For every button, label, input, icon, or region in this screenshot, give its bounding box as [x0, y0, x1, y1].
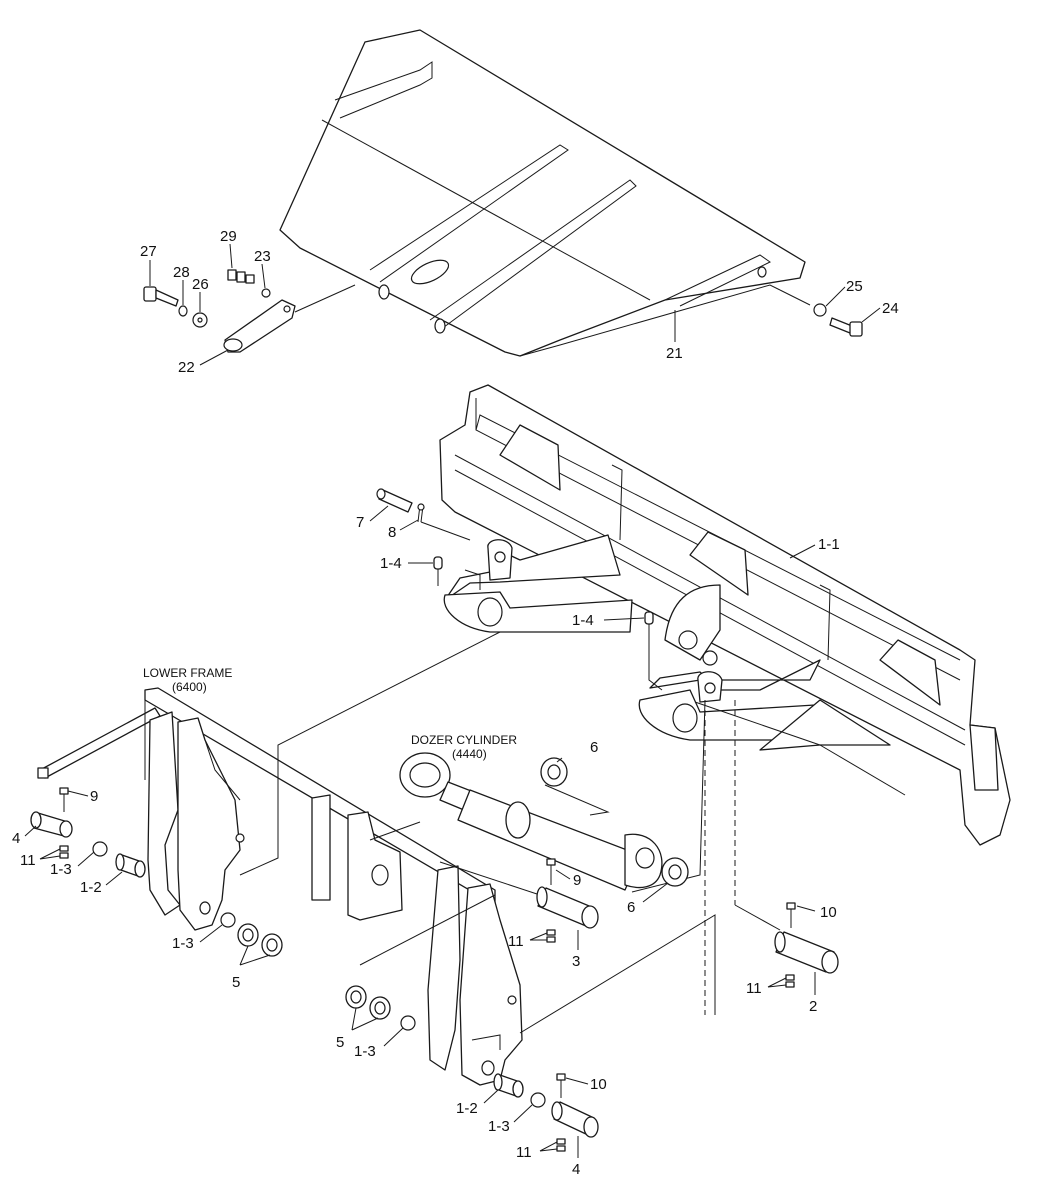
caption-dozer-cylinder-code: (4440) — [452, 747, 487, 761]
bolt-9-b — [546, 858, 556, 885]
washer-nut-11-a — [59, 845, 69, 859]
bolt-10-b — [556, 1073, 566, 1098]
label-7: 7 — [356, 514, 364, 531]
label-9-a: 9 — [90, 788, 98, 805]
washer-28 — [178, 305, 188, 317]
label-1-3-c: 1-3 — [354, 1043, 376, 1060]
grease-fitting-1-4-a — [433, 556, 481, 590]
label-25: 25 — [846, 278, 863, 295]
bushing-1-2-b — [493, 1073, 524, 1098]
part-number-labels: 27 28 26 29 23 22 21 25 24 7 8 1-4 1-4 1… — [12, 228, 899, 1178]
label-1-4-b: 1-4 — [572, 612, 594, 629]
label-28: 28 — [173, 264, 190, 281]
lock-pin-8 — [417, 503, 425, 523]
fitting-29 — [227, 269, 255, 284]
bolt-10-a — [786, 902, 796, 928]
label-23: 23 — [254, 248, 271, 265]
label-5-b: 5 — [336, 1034, 344, 1051]
label-8: 8 — [388, 524, 396, 541]
washer-25 — [813, 303, 827, 317]
cover-plate-21 — [279, 29, 806, 357]
washer-nut-11-c — [785, 974, 795, 988]
label-24: 24 — [882, 300, 899, 317]
washer-6-a — [540, 757, 568, 787]
ring-1-3-a — [92, 841, 108, 857]
label-4-a: 4 — [12, 830, 20, 847]
leader-lines — [24, 243, 881, 1158]
label-29: 29 — [220, 228, 237, 245]
ring-1-3-c — [400, 1015, 416, 1031]
label-3: 3 — [572, 953, 580, 970]
push-arm-right — [638, 584, 906, 796]
label-10-b: 10 — [590, 1076, 607, 1093]
pin-3 — [536, 886, 599, 929]
bolt-27 — [143, 286, 179, 307]
label-1-3-b: 1-3 — [172, 935, 194, 952]
label-27: 27 — [140, 243, 157, 260]
ring-1-3-d — [530, 1092, 546, 1108]
label-5-a: 5 — [232, 974, 240, 991]
label-1-4-a: 1-4 — [380, 555, 402, 572]
label-21: 21 — [666, 345, 683, 362]
caption-lower-frame-code: (6400) — [172, 680, 207, 694]
label-22: 22 — [178, 359, 195, 376]
label-1-3-a: 1-3 — [50, 861, 72, 878]
label-1-1: 1-1 — [818, 536, 840, 553]
shims-5-a — [237, 923, 283, 957]
label-26: 26 — [192, 276, 209, 293]
label-11-a: 11 — [20, 852, 36, 869]
pin-7 — [376, 488, 413, 513]
grease-fitting-1-4-b — [644, 611, 663, 691]
bolt-9-a — [59, 787, 69, 812]
label-11-b: 11 — [508, 933, 524, 950]
washer-6-b — [661, 857, 689, 887]
dozer-cylinder — [399, 752, 663, 891]
label-9-b: 9 — [573, 872, 581, 889]
washer-nut-11-b — [546, 929, 556, 943]
bracket-22 — [223, 284, 356, 353]
pin-4-b — [551, 1101, 599, 1138]
lower-frame — [37, 687, 523, 1086]
label-10-a: 10 — [820, 904, 837, 921]
dozer-blade-1-1 — [439, 384, 1011, 846]
washer-nut-11-d — [556, 1138, 566, 1152]
label-1-3-d: 1-3 — [488, 1118, 510, 1135]
label-1-2-a: 1-2 — [80, 879, 102, 896]
pin-2 — [774, 931, 839, 974]
ring-1-3-b — [220, 912, 236, 928]
caption-lower-frame: LOWER FRAME — [143, 666, 232, 680]
bolt-24 — [829, 317, 863, 337]
label-2: 2 — [809, 998, 817, 1015]
caption-dozer-cylinder: DOZER CYLINDER — [411, 733, 517, 747]
shims-5-b — [345, 985, 391, 1020]
label-6-b: 6 — [627, 899, 635, 916]
bushing-1-2-a — [115, 853, 146, 878]
nut-23 — [261, 288, 271, 298]
label-11-c: 11 — [746, 980, 762, 997]
label-6-a: 6 — [590, 739, 598, 756]
label-1-2-b: 1-2 — [456, 1100, 478, 1117]
label-11-d: 11 — [516, 1144, 532, 1161]
label-4-b: 4 — [572, 1161, 580, 1178]
pin-4-a — [30, 811, 73, 838]
push-arm-left — [443, 534, 633, 633]
